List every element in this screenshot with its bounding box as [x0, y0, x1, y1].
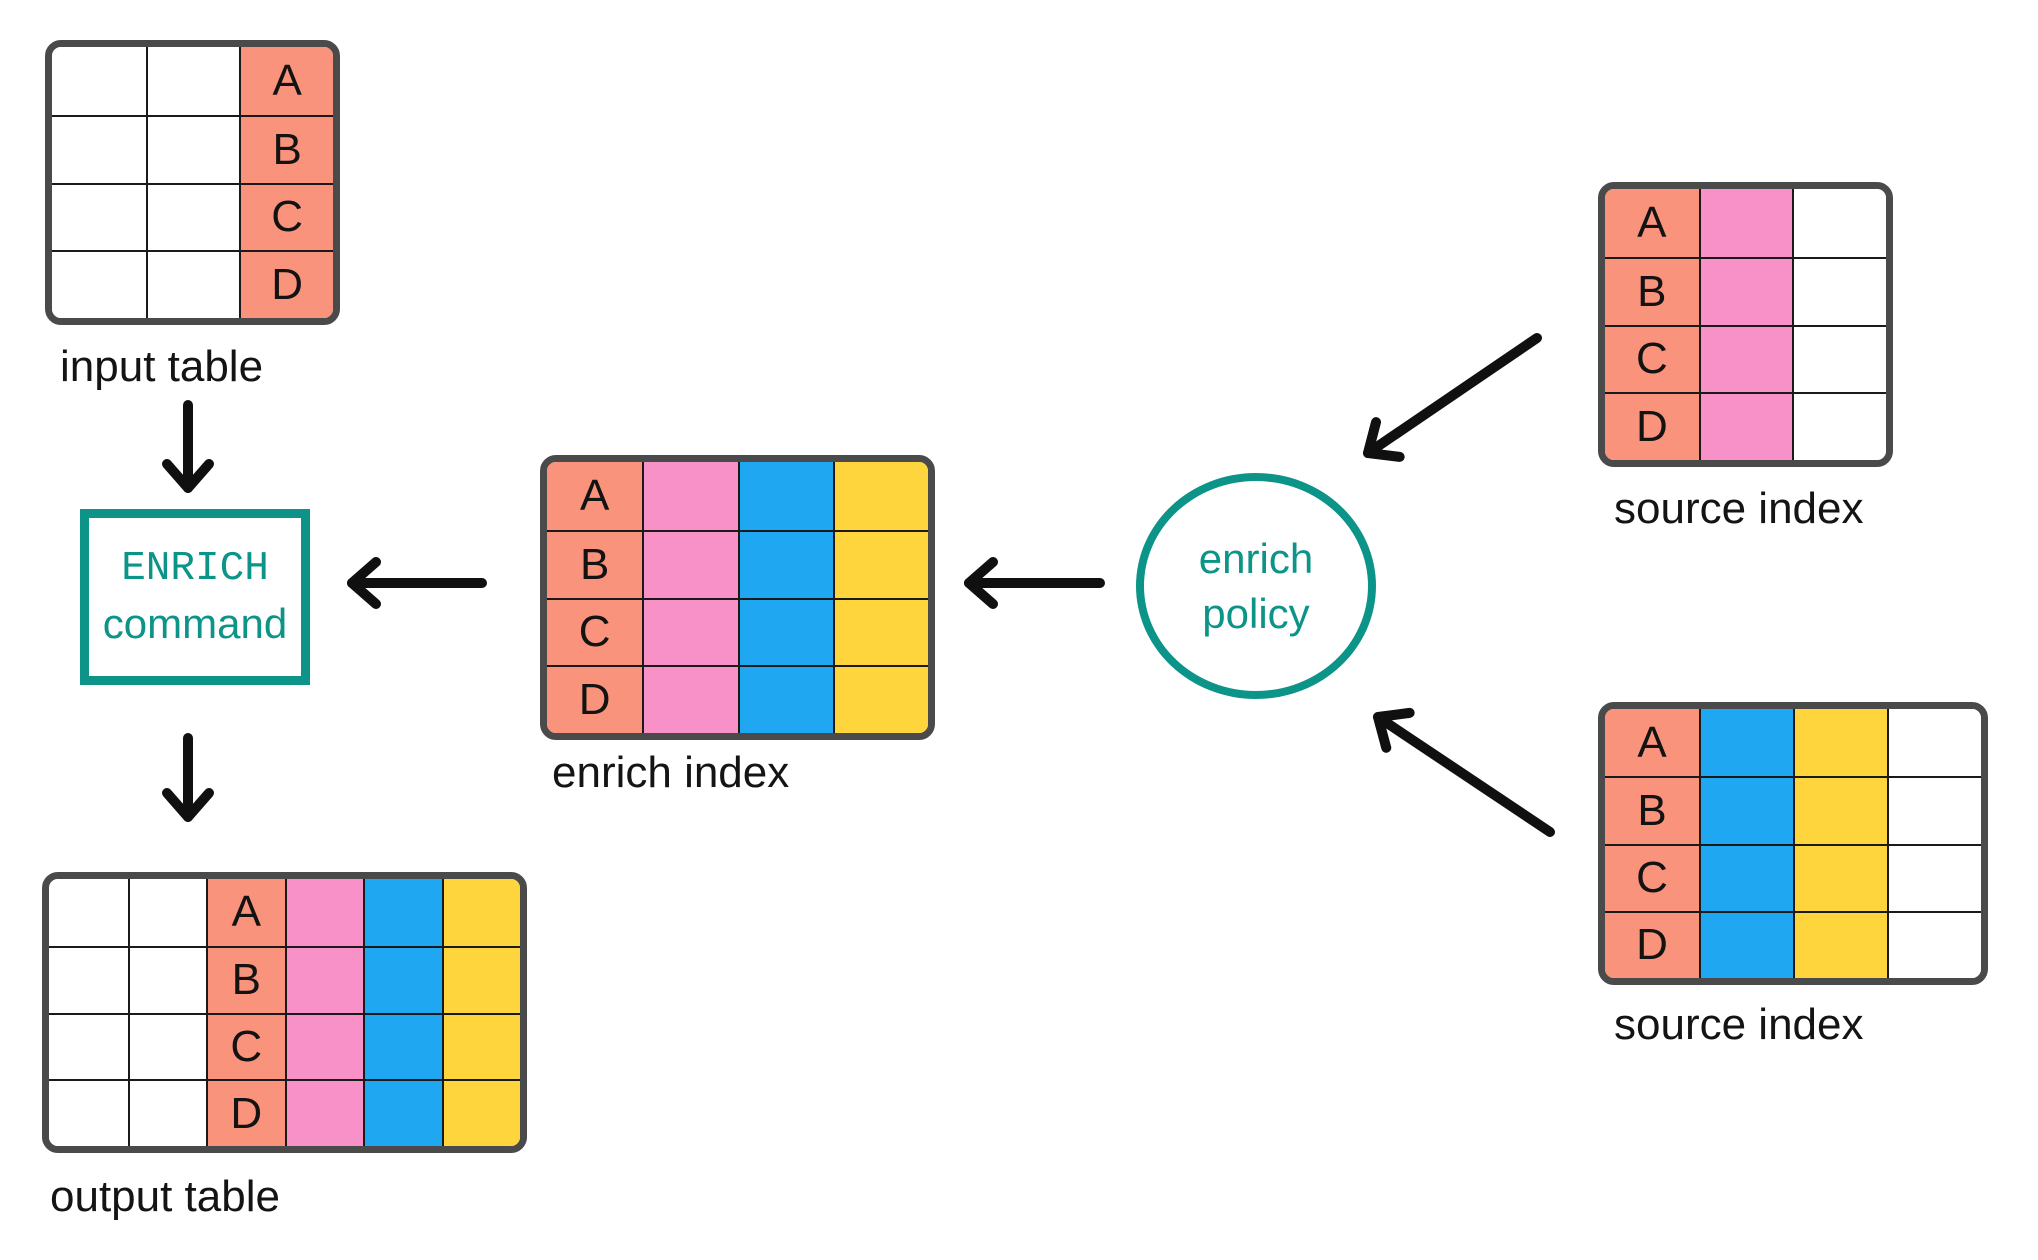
enrich-policy-line2: policy [1202, 590, 1310, 637]
arrow-source-index-top-to-enrich-policy [1363, 333, 1542, 462]
enrich-policy-node: enrich policy [1136, 473, 1376, 699]
key-cell: D [206, 1079, 285, 1146]
key-cell: A [1605, 709, 1699, 777]
key-cell: C [1605, 324, 1699, 393]
enrich-index-label: enrich index [552, 748, 790, 797]
table-cell [1793, 776, 1887, 844]
enrich-command-node: ENRICH command [80, 509, 310, 685]
table-cell [1887, 843, 1981, 911]
table-cell [1698, 189, 1793, 257]
key-cell: D [547, 665, 643, 733]
table-cell [642, 597, 738, 666]
key-cell: A [239, 47, 333, 115]
table-cell [1699, 910, 1793, 978]
table-cell [642, 529, 738, 598]
enrich-command-line1: ENRICH [121, 546, 269, 593]
table-cell [284, 879, 363, 946]
table-cell [832, 529, 928, 598]
source-index-top-label: source index [1614, 484, 1864, 533]
table-cell [49, 945, 128, 1013]
table-cell [441, 1012, 520, 1080]
table-cell [1793, 709, 1887, 777]
key-cell: B [1605, 256, 1699, 325]
table-cell [1887, 776, 1981, 844]
table-cell [441, 1079, 520, 1146]
table-cell [127, 1079, 206, 1146]
table-cell [441, 945, 520, 1013]
source-index-bottom-label: source index [1614, 1000, 1864, 1049]
table-cell [145, 182, 240, 251]
table-cell [52, 47, 146, 115]
enrich-command-line2: command [102, 600, 288, 648]
table-cell [127, 945, 206, 1013]
table-cell [49, 1012, 128, 1080]
table-cell [1699, 843, 1793, 911]
key-cell: A [206, 879, 285, 946]
table-cell [832, 665, 928, 733]
table-cell [284, 1079, 363, 1146]
key-cell: B [239, 114, 333, 183]
key-cell: D [1605, 392, 1699, 460]
table-cell [1887, 910, 1981, 978]
table-cell [363, 1079, 442, 1146]
table-cell [1792, 392, 1886, 460]
key-cell: B [547, 529, 643, 598]
table-cell [145, 47, 240, 115]
table-cell [145, 114, 240, 183]
key-cell: B [206, 945, 285, 1013]
key-cell: C [547, 597, 643, 666]
table-cell [284, 1012, 363, 1080]
table-cell [737, 529, 833, 598]
table-cell [363, 945, 442, 1013]
table-cell [1793, 843, 1887, 911]
table-cell [49, 879, 128, 946]
table-cell [832, 462, 928, 530]
table-cell [52, 182, 146, 251]
table-cell [1699, 776, 1793, 844]
table-cell [1792, 256, 1886, 325]
table-cell [1792, 324, 1886, 393]
table-cell [832, 597, 928, 666]
table-cell [1887, 709, 1981, 777]
table-cell [52, 114, 146, 183]
enrich-policy-line1: enrich [1198, 534, 1314, 582]
table-cell [363, 879, 442, 946]
output-table-label: output table [50, 1172, 280, 1221]
key-cell: A [547, 462, 643, 530]
arrow-source-index-bottom-to-enrich-policy [1373, 707, 1555, 837]
table-cell [1698, 392, 1793, 460]
table-cell [642, 665, 738, 733]
table-cell [363, 1012, 442, 1080]
table-cell [1698, 324, 1793, 393]
table-cell [145, 250, 240, 318]
key-cell: A [1605, 189, 1699, 257]
key-cell: D [239, 250, 333, 318]
table-cell [737, 462, 833, 530]
key-cell: C [206, 1012, 285, 1080]
table-cell [737, 597, 833, 666]
table-cell [49, 1079, 128, 1146]
table-cell [1792, 189, 1886, 257]
input-table-label: input table [60, 342, 264, 391]
table-cell [284, 945, 363, 1013]
table-cell [127, 1012, 206, 1080]
table-cell [52, 250, 146, 318]
table-cell [1793, 910, 1887, 978]
table-cell [441, 879, 520, 946]
key-cell: C [239, 182, 333, 251]
key-cell: B [1605, 776, 1699, 844]
table-cell [737, 665, 833, 733]
table-cell [127, 879, 206, 946]
key-cell: D [1605, 910, 1699, 978]
key-cell: C [1605, 843, 1699, 911]
table-cell [1699, 709, 1793, 777]
table-cell [1698, 256, 1793, 325]
table-cell [642, 462, 738, 530]
